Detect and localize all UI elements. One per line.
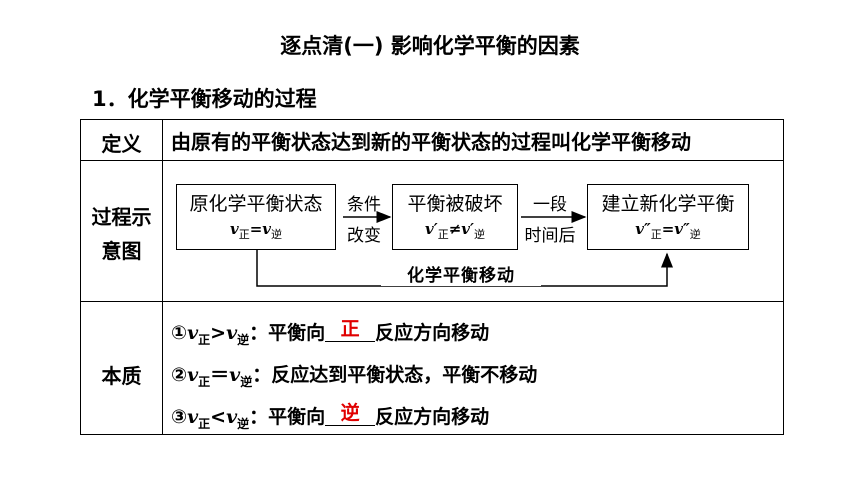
arrow1-bottom-label: 改变 — [347, 226, 381, 246]
equilibrium-shift-label: 化学平衡移动 — [381, 261, 541, 286]
page-title: 逐点清(一) 影响化学平衡的因素 — [280, 34, 580, 58]
process-table: 定义 由原有的平衡状态达到新的平衡状态的过程叫化学平衡移动 过程示 意图 原化学… — [80, 119, 784, 435]
essence-label: 本质 — [101, 364, 142, 388]
essence-item-3: ③v正<v逆：平衡向逆反应方向移动 — [171, 402, 489, 432]
broken-equilibrium-box: 平衡被破坏 v′正≠v′逆 — [392, 184, 518, 250]
box1-rates: v正=v逆 — [229, 220, 282, 241]
box3-title: 建立新化学平衡 — [601, 193, 735, 215]
definition-label: 定义 — [101, 132, 142, 156]
essence-item-1: ①v正>v逆：平衡向正反应方向移动 — [171, 318, 489, 348]
arrow2-bottom-label: 时间后 — [524, 226, 576, 246]
process-label: 过程示 意图 — [91, 205, 152, 263]
row-divider-2 — [81, 301, 783, 302]
essence-item-2: ②v正＝v逆：反应达到平衡状态，平衡不移动 — [171, 364, 538, 389]
box1-title: 原化学平衡状态 — [189, 193, 323, 215]
column-divider — [162, 120, 163, 434]
arrow-equilibrium-shift — [256, 250, 673, 287]
section-heading: 1．化学平衡移动的过程 — [92, 87, 317, 111]
answer-blank-3: 逆 — [325, 398, 376, 426]
answer-blank-1: 正 — [325, 314, 376, 342]
box2-title: 平衡被破坏 — [407, 193, 503, 215]
box3-rates: v″正=v″逆 — [635, 220, 701, 241]
box2-rates: v′正≠v′逆 — [425, 220, 485, 241]
process-arrows — [256, 211, 673, 287]
original-equilibrium-box: 原化学平衡状态 v正=v逆 — [176, 184, 336, 250]
arrow2-top-label: 一段 — [533, 195, 567, 215]
definition-text: 由原有的平衡状态达到新的平衡状态的过程叫化学平衡移动 — [171, 130, 691, 154]
new-equilibrium-box: 建立新化学平衡 v″正=v″逆 — [587, 184, 749, 250]
row-divider-1 — [81, 160, 783, 161]
arrow1-top-label: 条件 — [347, 195, 381, 215]
